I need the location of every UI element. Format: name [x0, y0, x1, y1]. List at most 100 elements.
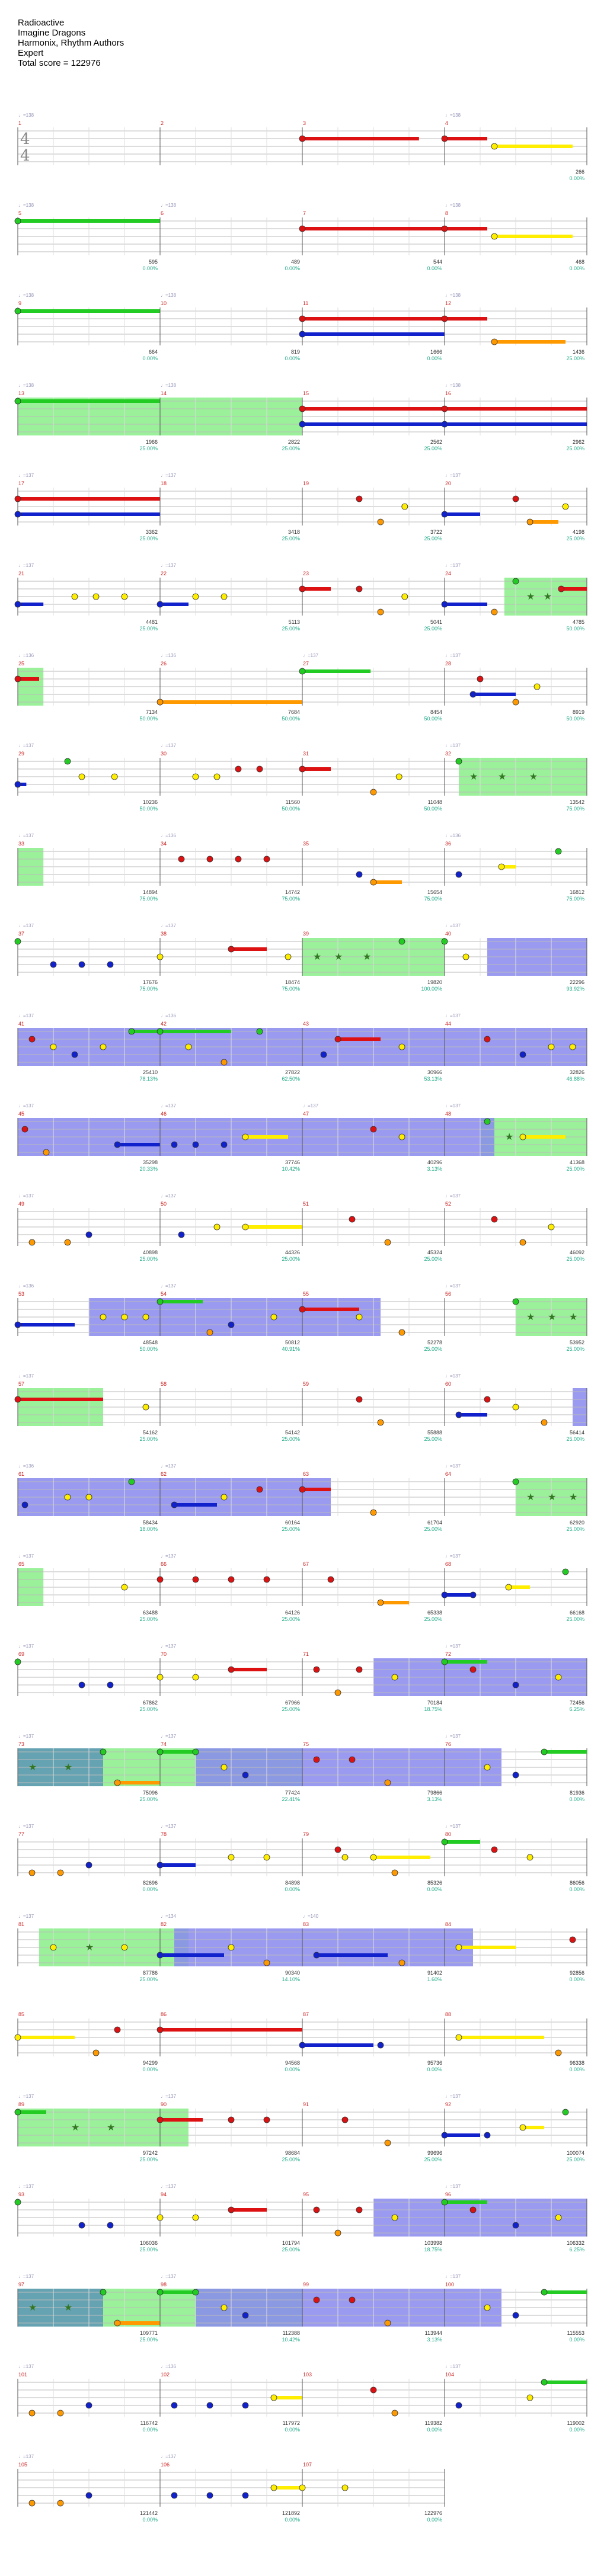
- yellow-note: [71, 593, 78, 600]
- measure-number: 63: [303, 1471, 309, 1477]
- measure-number: 76: [445, 1741, 451, 1747]
- yellow-note: [491, 233, 498, 240]
- measure-number: 33: [18, 841, 24, 847]
- orange-sustain: [117, 1781, 160, 1784]
- orange-note: [57, 1869, 64, 1876]
- measure-number: 34: [161, 841, 167, 847]
- tempo-marking: ♩=136: [18, 1463, 34, 1469]
- blue-note: [242, 1771, 249, 1779]
- green-note: [14, 307, 21, 315]
- blue-note: [14, 781, 21, 788]
- green-note: [441, 1658, 448, 1665]
- blue-note: [21, 1501, 28, 1508]
- blue-note: [156, 1861, 164, 1869]
- green-sustain: [445, 2200, 487, 2204]
- green-note: [398, 938, 405, 945]
- yellow-note: [192, 2214, 199, 2221]
- measure-percent: 0.00%: [142, 355, 158, 361]
- measure-score: 61704: [427, 1520, 442, 1526]
- measure-percent: 25.00%: [566, 1166, 584, 1172]
- red-note: [441, 405, 448, 412]
- blue-note: [206, 2402, 213, 2409]
- orange-note: [28, 1239, 36, 1246]
- measure-number: 13: [18, 390, 24, 396]
- star-note: ★: [107, 2122, 115, 2133]
- measure-number: 80: [445, 1831, 451, 1837]
- blue-sustain: [445, 603, 487, 606]
- blue-note: [156, 1952, 164, 1959]
- tempo-marking: ♩=137: [18, 923, 34, 928]
- measure-percent: 62.50%: [282, 1076, 300, 1082]
- green-sustain: [132, 1030, 160, 1033]
- blue-sustain: [445, 1593, 473, 1597]
- measure-score: 489: [291, 259, 300, 265]
- measure-score: 4198: [573, 529, 584, 535]
- tempo-marking: ♩=137: [303, 1103, 319, 1108]
- yellow-sustain: [245, 1135, 288, 1139]
- orange-note: [377, 1419, 384, 1426]
- measure-number: 35: [303, 841, 309, 847]
- green-note: [256, 1028, 263, 1035]
- measure-percent: 3.13%: [427, 1166, 442, 1172]
- red-note: [484, 1036, 491, 1043]
- tempo-marking: ♩=138: [18, 383, 34, 388]
- star-note: ★: [505, 1131, 513, 1142]
- measure-percent: 75.00%: [139, 986, 158, 992]
- measure-percent: 0.00%: [142, 2066, 158, 2072]
- star-note: ★: [529, 771, 538, 782]
- measure-number: 10: [161, 300, 167, 306]
- green-sustain: [160, 1300, 203, 1303]
- orange-note: [92, 2049, 100, 2056]
- measure-number: 104: [445, 2372, 454, 2378]
- measure-score: 2822: [288, 439, 300, 445]
- measure-score: 53952: [570, 1340, 584, 1345]
- yellow-note: [78, 773, 85, 780]
- orange-note: [491, 608, 498, 616]
- yellow-note: [100, 1313, 107, 1321]
- blue-note: [299, 331, 306, 338]
- yellow-note: [526, 1854, 533, 1861]
- measure-number: 14: [161, 390, 167, 396]
- measure-number: 89: [18, 2101, 24, 2107]
- red-note: [228, 2206, 235, 2213]
- blue-note: [171, 1141, 178, 1148]
- measure-score: 95736: [427, 2060, 442, 2066]
- orange-note: [377, 1599, 384, 1606]
- red-sustain: [18, 497, 160, 501]
- measure-number: 100: [445, 2282, 454, 2287]
- measure-number: 102: [161, 2372, 170, 2378]
- measure-score: 819: [291, 349, 300, 355]
- tempo-marking: ♩=138: [18, 293, 34, 298]
- measure-score: 7134: [146, 709, 158, 715]
- measure-percent: 0.00%: [569, 175, 584, 181]
- measure-number: 95: [303, 2191, 309, 2197]
- measure-number: 67: [303, 1561, 309, 1567]
- yellow-note: [370, 1854, 377, 1861]
- measure-number: 18: [161, 480, 167, 486]
- tempo-marking: ♩=137: [161, 1283, 177, 1289]
- measure-percent: 25.00%: [424, 626, 442, 632]
- yellow-sustain: [494, 235, 573, 238]
- measure-number: 64: [445, 1471, 451, 1477]
- red-note: [263, 1576, 270, 1583]
- measure-number: 50: [161, 1201, 167, 1207]
- measure-percent: 0.00%: [285, 355, 300, 361]
- tempo-marking: ♩=137: [445, 2274, 461, 2279]
- orange-note: [57, 2410, 64, 2417]
- yellow-note: [491, 143, 498, 150]
- red-sustain: [231, 947, 267, 951]
- blue-note: [50, 961, 57, 968]
- measure-number: 7: [303, 210, 306, 216]
- yellow-note: [285, 953, 292, 960]
- measure-score: 60164: [285, 1520, 300, 1526]
